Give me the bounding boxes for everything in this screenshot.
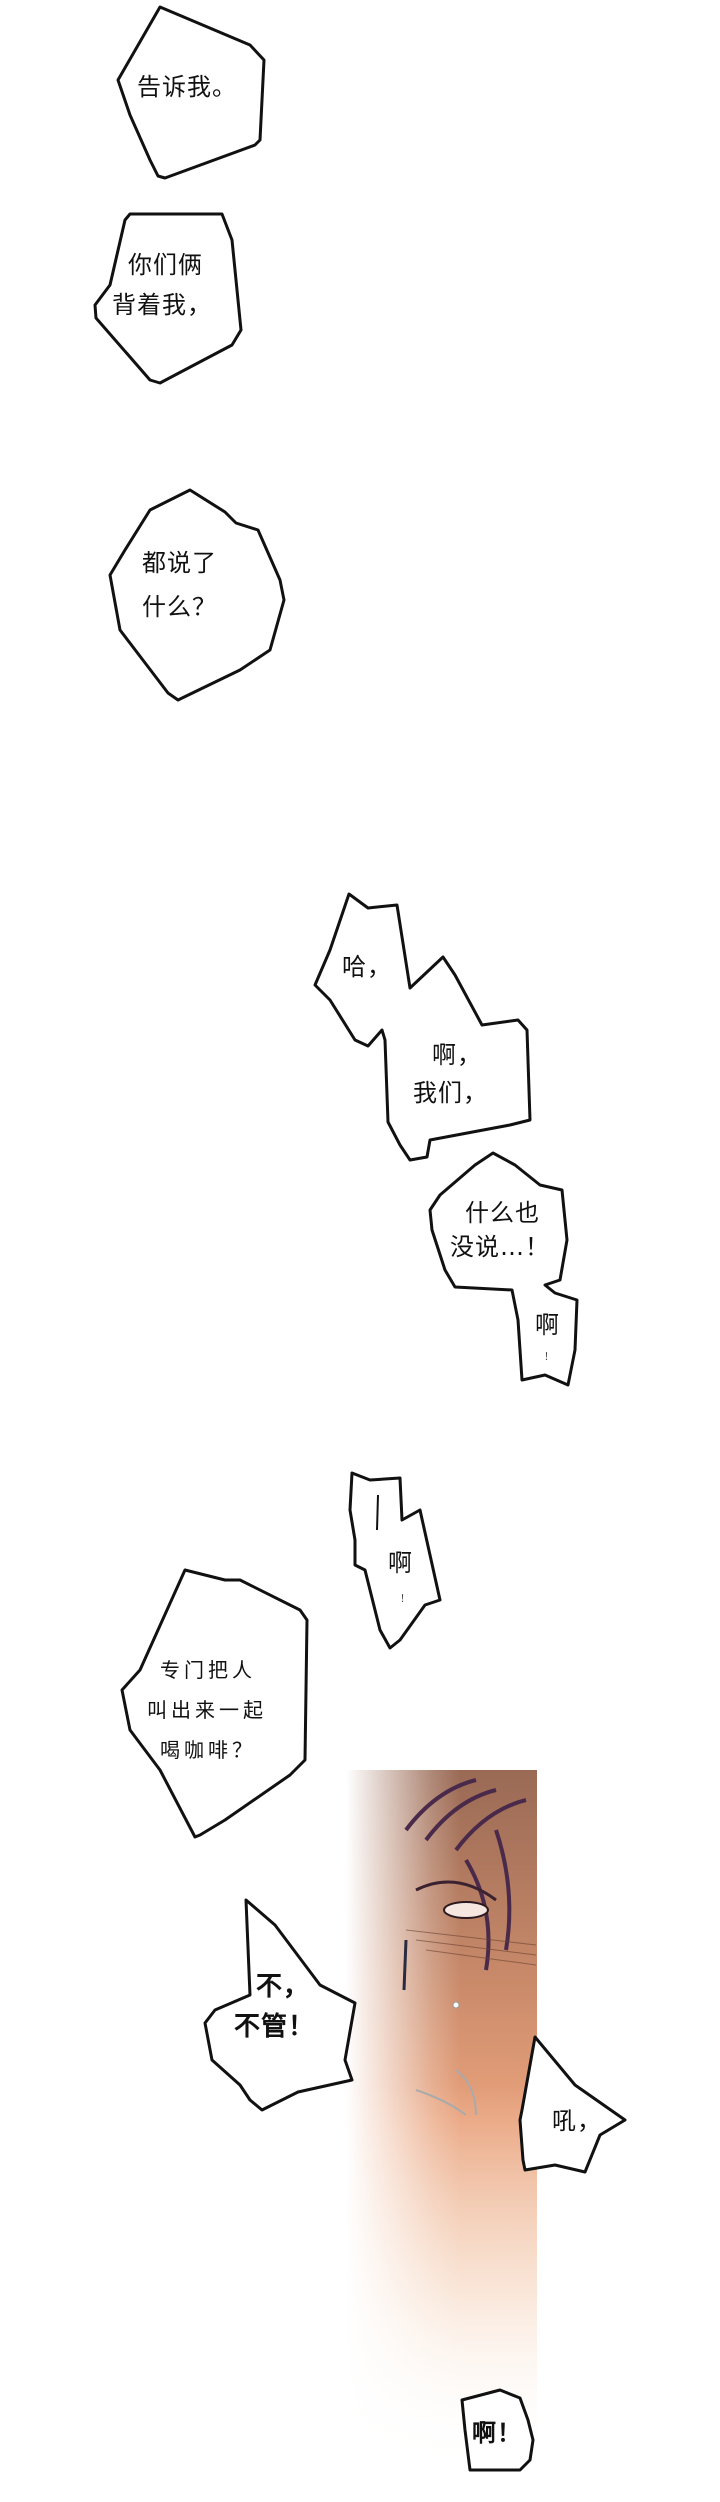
bubble-text: 吼， <box>552 2107 602 2135</box>
bubble-text: ！ <box>400 1594 410 1605</box>
speech-bubble-5 <box>428 1151 579 1387</box>
bubble-text: 啊 <box>388 1549 413 1577</box>
face-closeup-panel <box>346 1770 537 2470</box>
speech-bubble-10 <box>460 2388 535 2472</box>
bubble-text: 什么？ <box>142 593 217 621</box>
bubble-text: 啊 <box>535 1311 560 1339</box>
bubble-text: ！ <box>544 1352 554 1363</box>
bubble-text: 喝咖啡？ <box>160 1738 256 1762</box>
bubble-text: 什么也 <box>465 1199 540 1227</box>
bubble-text: 不管！ <box>234 2012 316 2042</box>
bubble-text: 都说了 <box>142 549 217 577</box>
bubble-text: 哈， <box>342 953 392 981</box>
face-linework <box>402 1778 537 2116</box>
speech-bubble-1 <box>116 5 266 180</box>
bubble-text: 叫出来一起 <box>147 1698 267 1722</box>
bubble-text: 啊， <box>432 1041 482 1069</box>
bubble-text: 我们， <box>413 1079 488 1107</box>
speech-bubble-9 <box>518 2035 627 2174</box>
speech-bubble-3 <box>108 488 286 702</box>
bubble-text: 告诉我。 <box>137 73 237 101</box>
speech-bubble-8 <box>203 1898 357 2112</box>
speech-bubble-2 <box>93 212 243 385</box>
speech-bubble-6 <box>348 1471 442 1650</box>
speech-bubble-4 <box>313 892 532 1162</box>
speech-bubble-7 <box>120 1568 309 1839</box>
bubble-text: 没说…！ <box>450 1233 550 1261</box>
bubble-text: 不， <box>256 1972 311 2002</box>
bubble-text: 背着我， <box>112 291 212 319</box>
bubble-text: 啊！ <box>472 2419 522 2447</box>
bubble-text: 专门把人 <box>160 1658 256 1682</box>
bubble-text: 你们俩 <box>128 251 203 279</box>
